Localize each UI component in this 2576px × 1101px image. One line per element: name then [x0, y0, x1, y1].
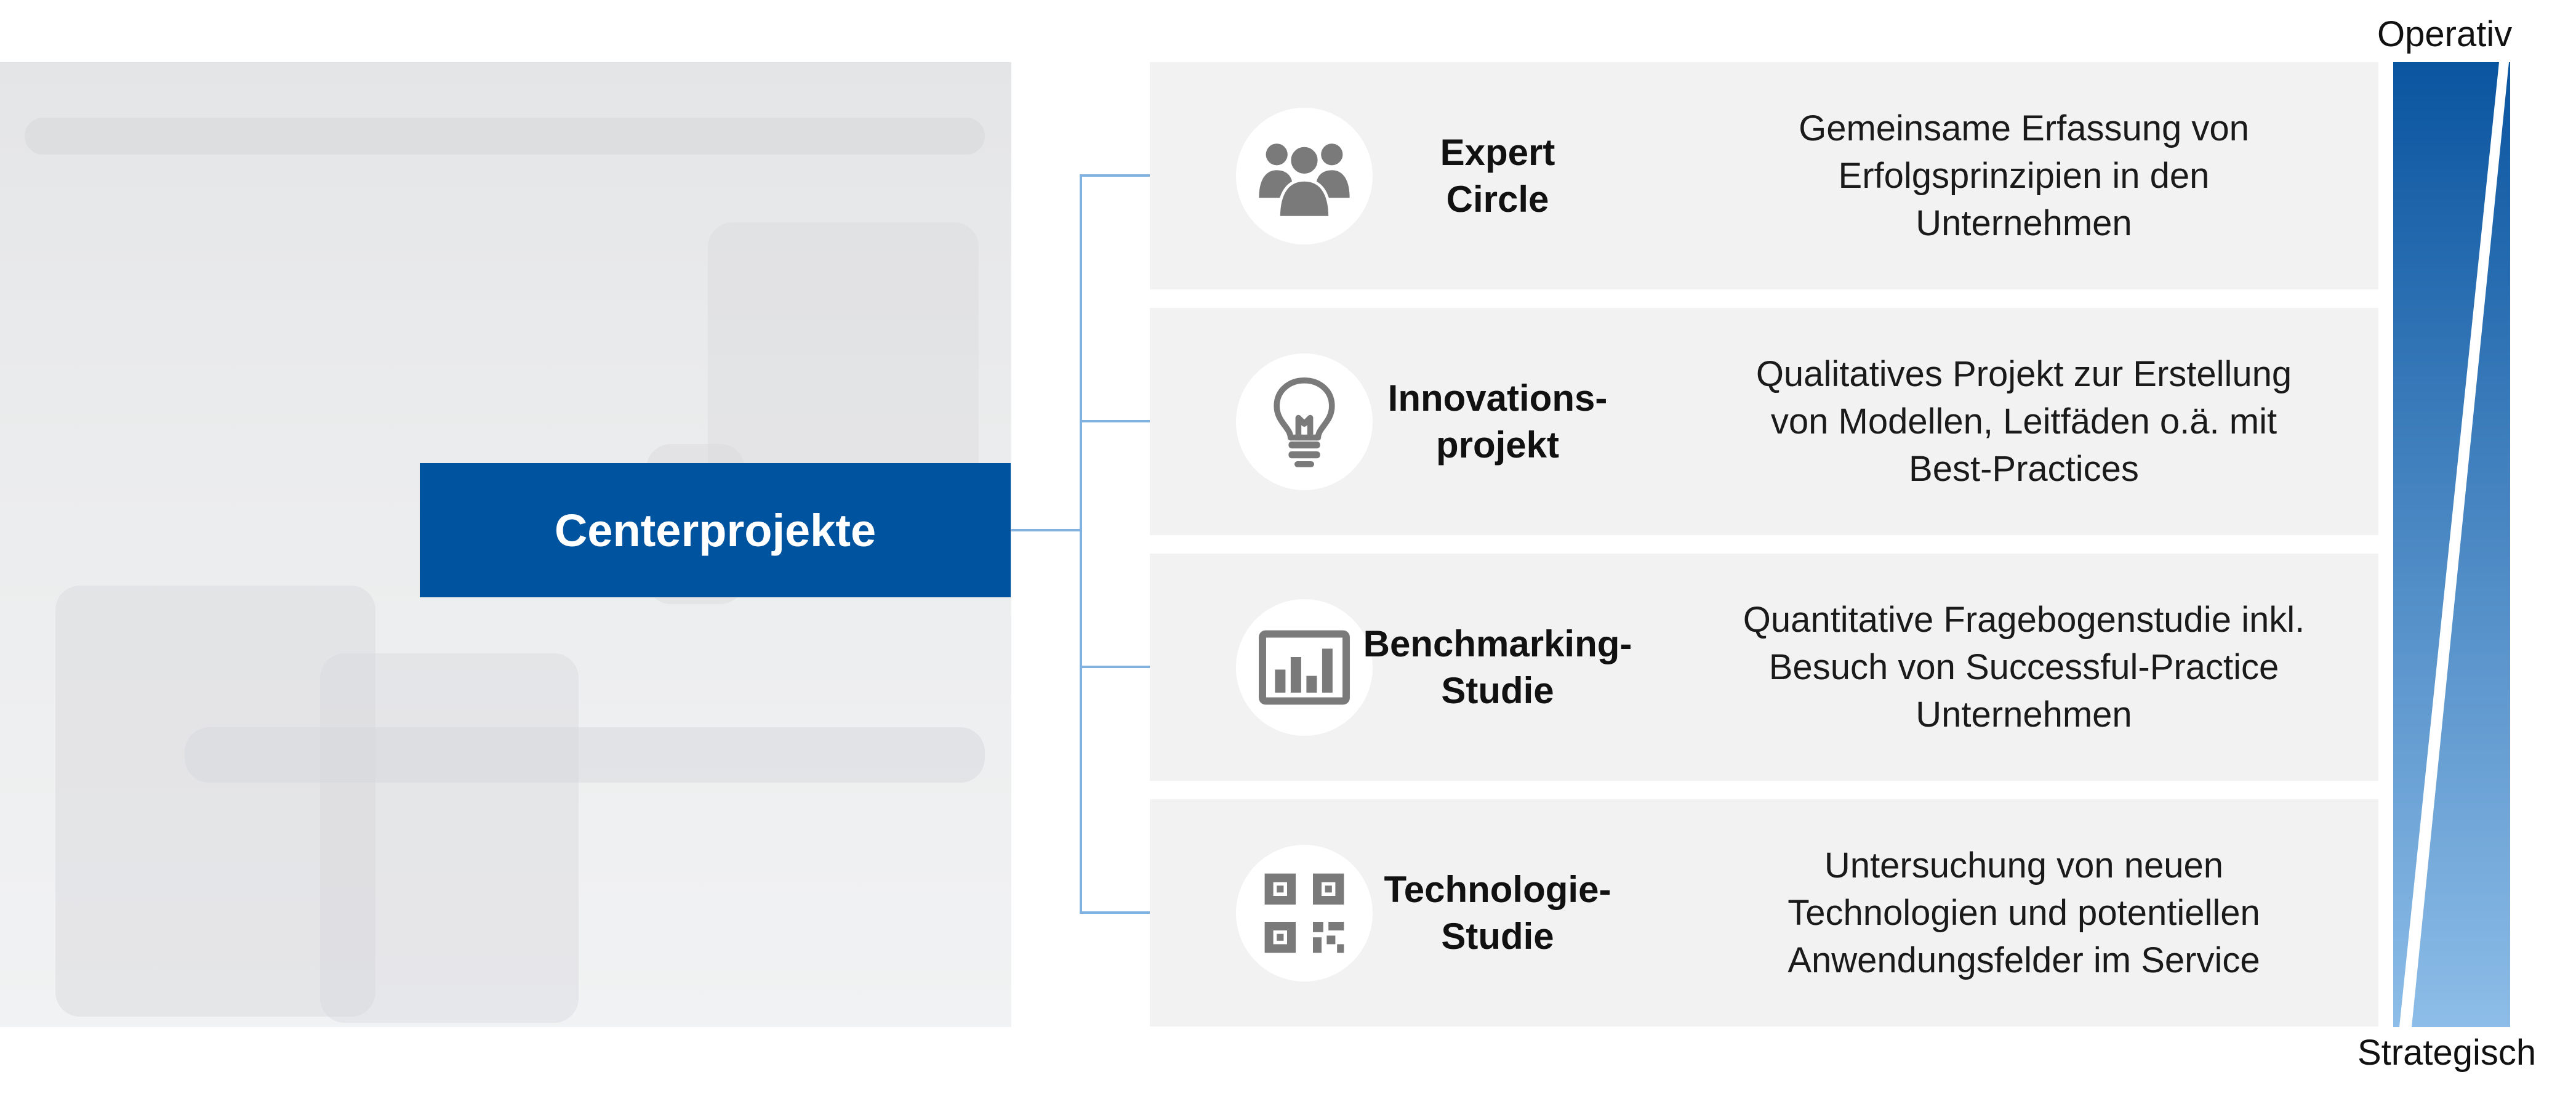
- row-desc-line: Unternehmen: [1916, 203, 2132, 243]
- row-desc-line: Untersuchung von neuen: [1824, 845, 2224, 885]
- row-title-line: Circle: [1446, 178, 1549, 220]
- center-projects-label: Centerprojekte: [554, 504, 877, 556]
- row-desc-line: Anwendungsfelder im Service: [1788, 940, 2260, 980]
- row-title: Technologie- Studie: [1378, 799, 1618, 1026]
- row-title: Innovations- projekt: [1378, 308, 1618, 535]
- group-icon: [1259, 143, 1350, 219]
- row-desc-line: Quantitative Fragebogenstudie inkl.: [1743, 600, 2305, 640]
- row-title: Expert Circle: [1378, 62, 1618, 289]
- project-row-benchmarking-studie: Benchmarking- Studie Quantitative Frageb…: [1150, 554, 2378, 781]
- row-title: Benchmarking- Studie: [1363, 554, 1632, 781]
- connector-branch-3: [1080, 666, 1150, 668]
- row-description: Quantitative Fragebogenstudie inkl. Besu…: [1716, 554, 2332, 781]
- row-title-line: Benchmarking-: [1363, 623, 1632, 664]
- row-desc-line: von Modellen, Leitfäden o.ä. mit: [1770, 401, 2277, 442]
- row-title-line: Studie: [1441, 915, 1554, 957]
- row-desc-line: Best-Practices: [1909, 449, 2139, 489]
- row-title-line: Studie: [1441, 669, 1554, 711]
- project-row-innovationsprojekt: Innovations- projekt Qualitatives Projek…: [1150, 308, 2378, 535]
- center-projects-box: Centerprojekte: [420, 463, 1011, 597]
- row-title-line: Innovations-: [1387, 377, 1608, 419]
- scale-wedge-right: [2412, 62, 2510, 1027]
- project-row-technologie-studie: Technologie- Studie Untersuchung von neu…: [1150, 799, 2378, 1026]
- scale-wedge-left: [2393, 62, 2499, 1027]
- icon-circle: [1236, 353, 1373, 490]
- icon-circle: [1236, 845, 1373, 982]
- connector-stem: [1011, 529, 1081, 531]
- row-desc-line: Technologien und potentiellen: [1788, 893, 2260, 933]
- row-title-line: projekt: [1435, 424, 1560, 466]
- connector-branch-1: [1080, 174, 1150, 177]
- row-description: Qualitatives Projekt zur Erstellung von …: [1716, 308, 2332, 535]
- row-title-line: Technologie-: [1384, 868, 1611, 910]
- row-description: Untersuchung von neuen Technologien und …: [1716, 799, 2332, 1026]
- scale-top-label: Operativ: [2377, 14, 2513, 54]
- row-desc-line: Gemeinsame Erfassung von: [1799, 108, 2249, 148]
- icon-circle: [1236, 108, 1373, 244]
- row-desc-line: Qualitatives Projekt zur Erstellung: [1755, 354, 2292, 394]
- bar-chart-icon: [1259, 630, 1350, 705]
- scale-bottom-label: Strategisch: [2357, 1033, 2537, 1073]
- row-title-line: Expert: [1440, 131, 1555, 173]
- row-description: Gemeinsame Erfassung von Erfolgsprinzipi…: [1716, 62, 2332, 289]
- connector-branch-2: [1080, 420, 1150, 422]
- lightbulb-icon: [1274, 377, 1335, 467]
- project-row-expert-circle: Expert Circle Gemeinsame Erfassung von E…: [1150, 62, 2378, 289]
- row-desc-line: Besuch von Successful-Practice: [1768, 647, 2279, 687]
- row-desc-line: Erfolgsprinzipien in den: [1838, 156, 2210, 196]
- connector-branch-4: [1080, 911, 1150, 914]
- qr-code-icon: [1264, 873, 1344, 953]
- row-desc-line: Unternehmen: [1916, 695, 2132, 735]
- connector-trunk: [1080, 174, 1082, 913]
- icon-circle: [1236, 599, 1373, 736]
- scale-wedge: [2393, 62, 2510, 1027]
